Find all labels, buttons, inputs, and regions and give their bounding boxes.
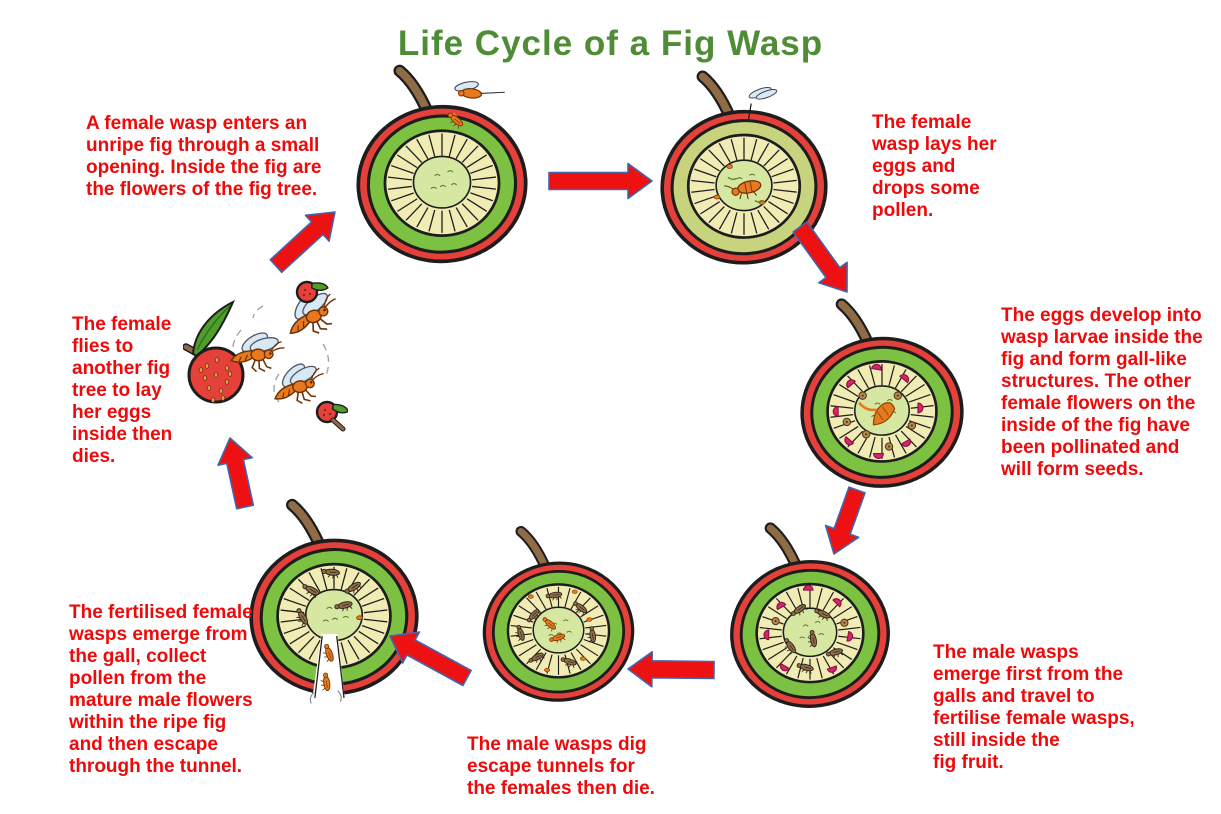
fig-stage-2-illustration <box>654 64 834 278</box>
arrow-1-to-2 <box>548 162 653 200</box>
flying-wasps-illustration <box>183 278 348 436</box>
arrow-4-to-5 <box>627 650 715 688</box>
stage-7-text: The female flies to another fig tree to … <box>72 314 173 467</box>
fig-stage-1-illustration <box>350 58 534 277</box>
stage-4-text: The male wasps emerge first from the gal… <box>933 642 1135 773</box>
stage-1-text: A female wasp enters an unripe fig throu… <box>86 113 322 200</box>
fig-stage-5-illustration <box>477 520 640 714</box>
arrow-7-to-1 <box>269 211 336 274</box>
stage-6-text: The fertilised female wasps emerge from … <box>69 602 253 777</box>
stage-5-text: The male wasps dig escape tunnels for th… <box>467 734 655 799</box>
fig-stage-3-illustration <box>794 292 970 501</box>
fig-stage-6-illustration <box>243 492 425 709</box>
stage-2-text: The female wasp lays her eggs and drops … <box>872 112 997 221</box>
diagram-title: Life Cycle of a Fig Wasp <box>397 24 824 63</box>
fig-stage-4-illustration <box>724 516 896 721</box>
stage-3-text: The eggs develop into wasp larvae inside… <box>1001 305 1203 480</box>
